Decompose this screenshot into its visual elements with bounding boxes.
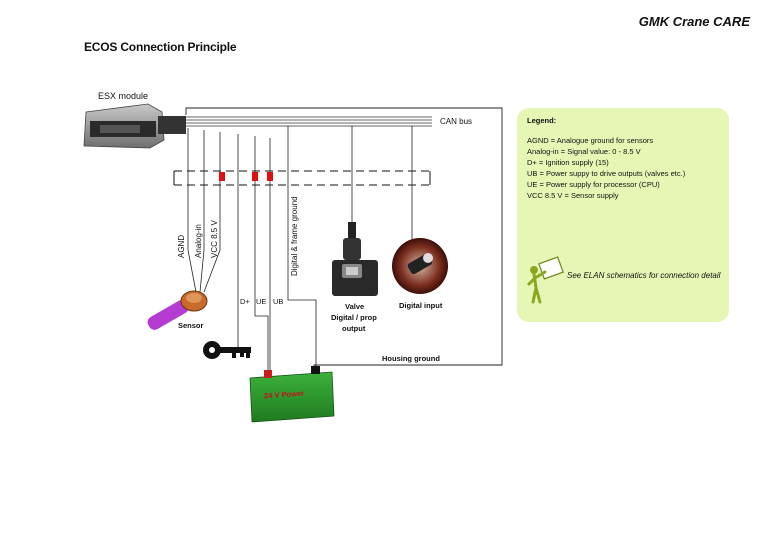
ignition-key-icon: [203, 341, 251, 359]
page-title: ECOS Connection Principle: [84, 40, 237, 54]
fuse-markers: [219, 172, 273, 181]
wire-label-ub: UB: [273, 297, 284, 306]
signal-wires: [187, 126, 413, 374]
legend-item: AGND = Analogue ground for sensors: [527, 136, 654, 145]
brand-title: GMK Crane CARE: [638, 14, 750, 29]
wire-label-digital-frame-ground: Digital & frame ground: [290, 196, 299, 276]
valve-label-line-1: Valve: [345, 302, 365, 311]
legend-panel: Legend: AGND = Analogue ground for senso…: [517, 108, 729, 322]
legend-item: D+ = Ignition supply (15): [527, 158, 609, 167]
battery-icon: [249, 366, 335, 423]
can-bus-harness: [186, 116, 432, 127]
valve-label-line-2: Digital / prop: [331, 313, 377, 322]
legend-item: Analog-in = Signal value: 0 - 8.5 V: [527, 147, 641, 156]
figure-with-sign-icon: [527, 256, 564, 304]
fuse-marker: [267, 172, 273, 181]
valve-label-line-3: output: [342, 324, 366, 333]
digital-input-icon: [392, 238, 448, 294]
housing-ground-label: Housing ground: [382, 354, 440, 363]
sensor-label: Sensor: [178, 321, 204, 330]
wire-label-vcc: VCC 8.5 V: [210, 220, 219, 258]
fuse-marker: [252, 172, 258, 181]
wire-label-ue: UE: [256, 297, 267, 306]
legend-note: See ELAN schematics for connection detai…: [567, 271, 721, 280]
wire-label-analog-in: Analog-in: [194, 224, 203, 258]
legend-item: UB = Power suppy to drive outputs (valve…: [527, 169, 686, 178]
can-bus-label: CAN bus: [440, 117, 473, 126]
esx-module-label: ESX module: [98, 91, 149, 101]
valve-icon: [332, 222, 378, 296]
digital-input-label: Digital input: [399, 301, 443, 310]
legend-item: VCC 8.5 V = Sensor supply: [527, 191, 619, 200]
fuse-marker: [219, 172, 225, 181]
sensor-icon: [147, 290, 208, 330]
esx-module: [83, 103, 186, 149]
legend-title: Legend:: [527, 116, 557, 125]
connector-outline: [173, 170, 431, 186]
wire-label-agnd: AGND: [177, 234, 186, 258]
wire-label-d-plus: D+: [240, 297, 250, 306]
legend-item: UE = Power supply for processor (CPU): [527, 180, 660, 189]
